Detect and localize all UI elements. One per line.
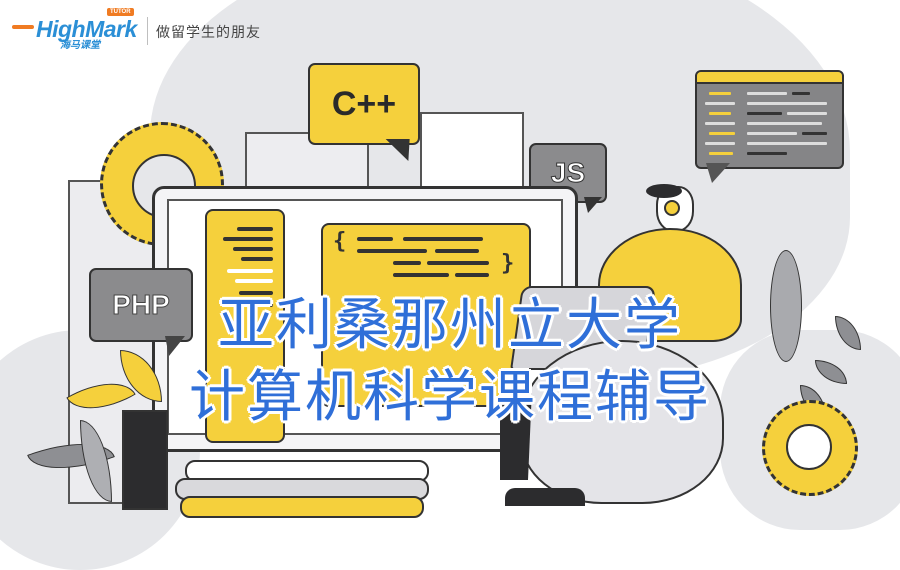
code-card-right: { }	[321, 223, 531, 407]
brand-slogan: 做留学生的朋友	[156, 25, 261, 41]
code-window-icon	[695, 70, 844, 169]
logo-dash-icon	[12, 25, 34, 29]
plant-pot	[122, 410, 168, 510]
logo-text: HighMark	[36, 15, 137, 42]
gear-hole	[786, 424, 832, 470]
cpp-bubble: C++	[308, 63, 420, 145]
person-shoes	[505, 488, 585, 506]
logo-badge: TUTOR	[107, 8, 134, 16]
headphones-icon	[664, 200, 680, 216]
php-bubble-tail	[165, 336, 185, 356]
cpp-label: C++	[331, 84, 397, 123]
person-hair	[646, 184, 682, 198]
book-stack	[180, 496, 424, 518]
logo-divider	[147, 17, 148, 45]
code-card-left	[205, 209, 285, 443]
person-legs	[500, 400, 532, 480]
fern-icon	[770, 250, 802, 362]
background-box-right	[420, 112, 524, 192]
beanbag	[520, 340, 724, 504]
headline-course: 计算机科学课程辅导	[189, 365, 711, 430]
php-bubble: PHP	[89, 268, 193, 342]
code-window-titlebar	[697, 72, 842, 84]
logo-subtitle: 海马课堂	[60, 40, 100, 51]
monitor-screen: { }	[167, 199, 563, 443]
headline-university: 亚利桑那州立大学	[218, 293, 682, 358]
brand-logo[interactable]: HighMark TUTOR 海马课堂	[12, 8, 137, 51]
js-bubble-tail	[584, 197, 602, 213]
js-label: JS	[550, 157, 586, 189]
code-window-tail	[706, 163, 730, 183]
php-label: PHP	[112, 289, 171, 321]
